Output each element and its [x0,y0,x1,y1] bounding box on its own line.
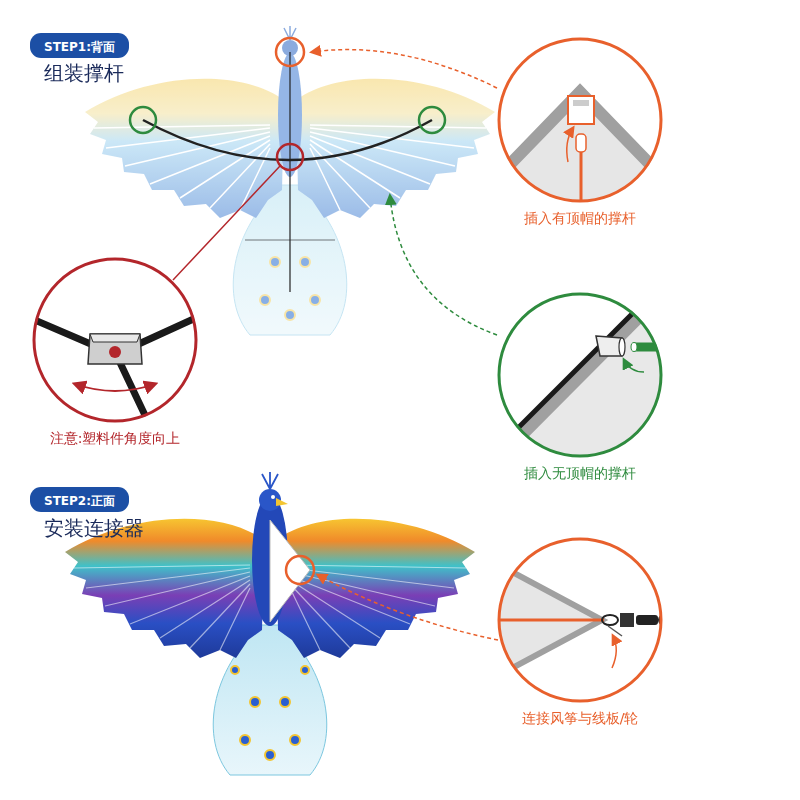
caption: 注意:塑料件角度向上 [50,429,181,447]
detail-connector [602,615,618,625]
marker-circle [277,144,303,170]
detail-circle: 注意:塑料件角度向上 [32,257,198,447]
detail-ring [499,39,661,201]
spar [289,52,290,292]
tail-eye [260,295,270,305]
detail-capped-spar [576,134,586,152]
detail-plastic-joint [30,316,200,430]
detail-connector [497,537,663,703]
detail-uncapped-spar [596,336,622,356]
tail-eye [301,666,309,674]
marker-circle [130,107,156,133]
section-heading: 安装连接器 [44,515,144,542]
detail-ring [497,292,663,458]
section-heading: 组装撑杆 [44,60,124,87]
marker-circle [419,107,445,133]
detail-capped-spar [490,37,670,220]
spar [143,120,432,160]
detail-uncapped-spar [495,288,670,470]
leader-line [173,166,280,280]
detail-uncapped-spar [495,288,668,462]
kite-front [271,495,275,499]
detail-ring [34,259,196,421]
spar [143,52,432,292]
tail-eye [290,735,300,745]
detail-ring [497,292,663,458]
detail-ring [497,37,663,203]
detail-ring [499,539,661,701]
detail-plastic-joint [90,334,140,342]
kite-front [290,565,466,650]
detail-uncapped-spar [619,338,625,356]
detail-capped-spar [573,100,589,106]
kite-body [296,79,495,218]
detail-uncapped-spar [624,360,644,372]
marker-circle [276,38,304,66]
tail-eye [240,735,250,745]
detail-capped-spar [567,128,573,162]
tail-eye [285,310,295,320]
kite-front [276,519,475,658]
detail-circle: 插入有顶帽的撑杆 [497,37,663,227]
leader-line [312,50,497,88]
caption: 连接风筝与线板/轮 [522,709,639,727]
marker-circle [286,556,314,584]
detail-connector [620,613,634,627]
detail-plastic-joint [88,334,142,364]
detail-plastic-joint [75,384,155,391]
detail-connector [612,636,616,668]
detail-uncapped-spar [488,284,662,458]
detail-circle: 连接风筝与线板/轮 [497,537,663,727]
leader-line [318,575,498,640]
detail-ring [497,537,663,703]
detail-uncapped-spar [631,343,637,352]
tail-eye [270,257,280,267]
tail-eye [265,750,275,760]
step-badge: STEP2:正面 [30,487,129,512]
tail-eye [231,666,309,760]
tail-eye [231,666,239,674]
caption: 插入无顶帽的撑杆 [524,464,636,482]
detail-uncapped-spar [488,284,672,470]
detail-connector [608,626,622,636]
detail-ring [497,37,663,203]
detail-connector [490,537,669,703]
kite-front [74,565,250,650]
detail-capped-spar [580,150,583,215]
tail-eye [310,295,320,305]
step-label: STEP1:背面 [44,40,115,55]
keel [270,520,310,622]
detail-uncapped-spar [634,343,672,352]
detail-ring [32,257,198,423]
detail-plastic-joint [30,257,200,430]
detail-ring [497,537,663,703]
leader-line [390,196,497,335]
step-label: STEP2:正面 [44,494,115,509]
detail-plastic-joint [109,346,121,358]
detail-circle: 插入无顶帽的撑杆 [497,292,663,482]
detail-ring [32,257,198,423]
detail-ring [499,294,661,456]
kite-front [262,472,278,489]
step-badge: STEP1:背面 [30,33,129,58]
detail-connector [496,619,604,622]
detail-plastic-joint [32,257,198,423]
spar [245,240,335,241]
tail-eye [300,257,310,267]
caption: 插入有顶帽的撑杆 [524,209,636,227]
tail-eye [280,697,290,707]
detail-capped-spar [568,96,594,124]
kite-front [276,498,288,506]
leader-line [173,50,498,640]
detail-connector [636,615,658,625]
kite-body [85,79,284,218]
tail-eye [250,697,260,707]
